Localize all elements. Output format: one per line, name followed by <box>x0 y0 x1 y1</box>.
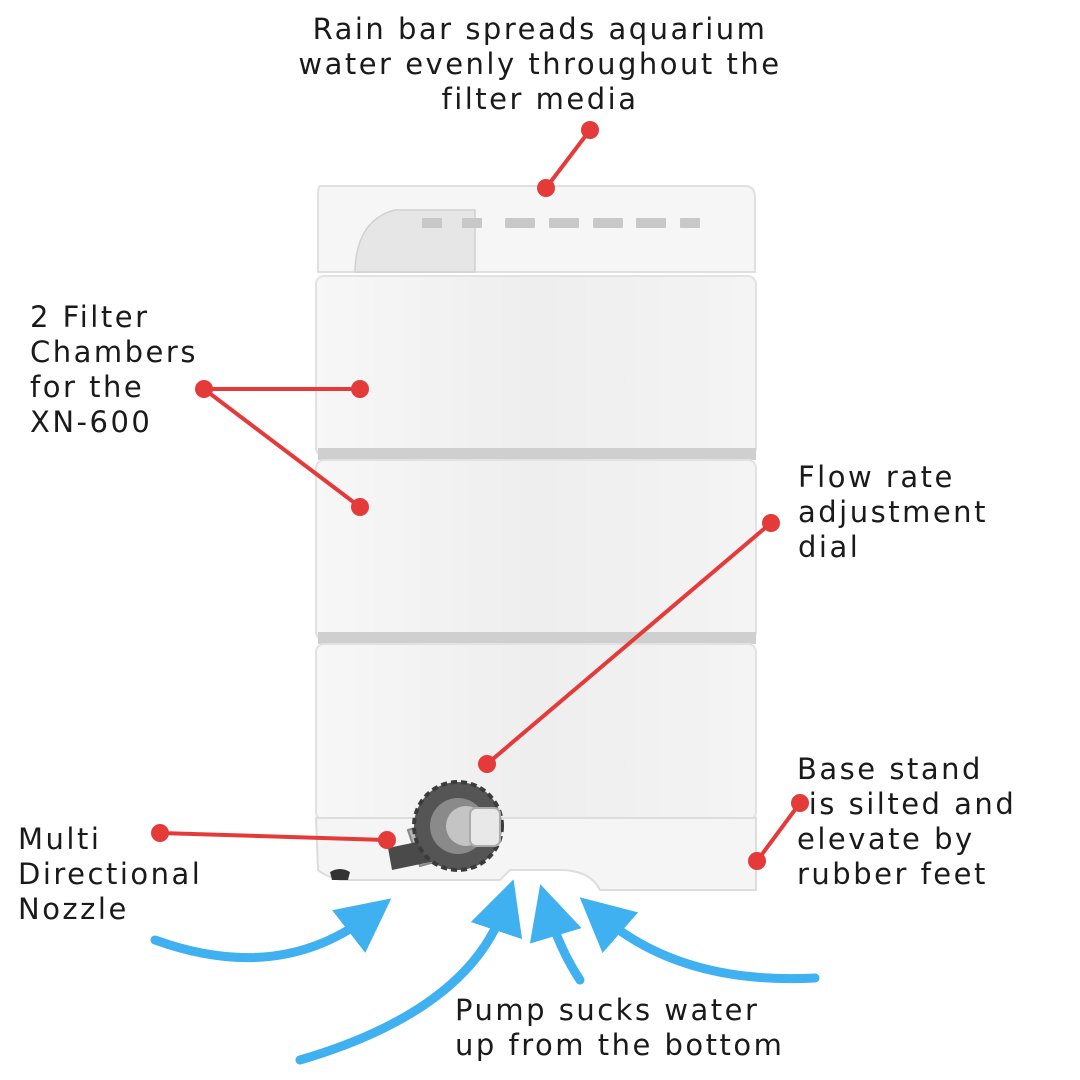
label-nozzle: Multi Directional Nozzle <box>18 822 203 926</box>
label-filter-chambers: 2 Filter Chambers for the XN-600 <box>30 300 198 439</box>
filter-unit <box>314 185 757 891</box>
callout-flow-rate <box>478 514 780 773</box>
label-pump: Pump sucks water up from the bottom <box>455 993 785 1062</box>
callouts <box>151 121 809 870</box>
chamber-seam-1 <box>318 448 756 460</box>
callout-base-stand <box>748 794 809 870</box>
label-flow-rate: Flow rate adjustment dial <box>798 460 988 564</box>
base-stand <box>314 817 757 891</box>
flow-arrow-1 <box>150 898 392 963</box>
flow-arrow-3 <box>529 884 585 985</box>
callout-filter-chambers <box>195 380 369 516</box>
callout-nozzle <box>151 824 396 849</box>
label-rain-bar: Rain bar spreads aquarium water evenly t… <box>298 12 782 116</box>
callout-rain-bar <box>537 121 599 197</box>
water-flow-arrows <box>150 879 820 1065</box>
chamber-seam-2 <box>318 632 756 644</box>
rain-bar-holes <box>422 218 700 228</box>
rubber-foot-left <box>330 869 350 880</box>
filter-chamber-1 <box>315 275 757 457</box>
flow-arrow-2 <box>295 879 523 1065</box>
flow-rate-dial <box>412 780 504 872</box>
pump-chamber <box>315 643 757 821</box>
flow-arrow-4 <box>579 897 820 984</box>
label-base-stand: Base stand is silted and elevate by rubb… <box>797 752 1017 891</box>
filter-chamber-2 <box>315 459 757 641</box>
rain-bar-outlet <box>354 209 476 273</box>
